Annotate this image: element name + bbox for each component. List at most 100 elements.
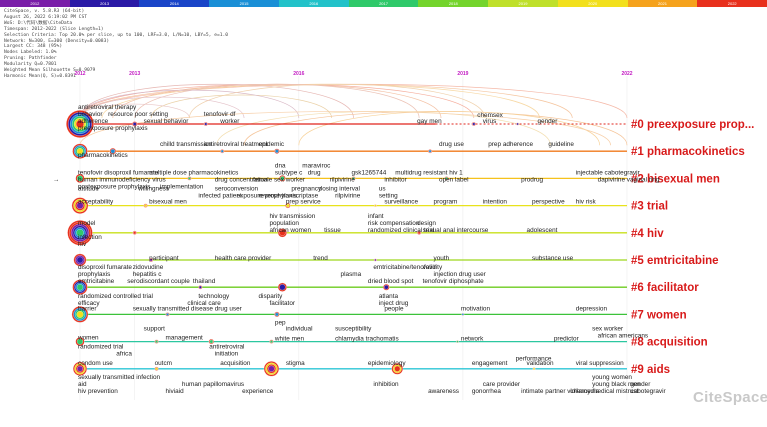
- keyword-node[interactable]: [277, 282, 287, 292]
- keyword-node[interactable]: [109, 147, 117, 155]
- keyword-node[interactable]: [391, 363, 404, 375]
- keyword-node[interactable]: [149, 257, 154, 263]
- keyword-node[interactable]: [66, 110, 94, 138]
- year-legend-2014: 2014: [139, 0, 210, 7]
- cluster-label-7[interactable]: #7 women: [631, 309, 687, 321]
- keyword-node[interactable]: [198, 285, 203, 290]
- keyword-node[interactable]: [132, 121, 138, 127]
- keyword-label: bisexual men: [149, 199, 187, 206]
- keyword-node[interactable]: [67, 220, 93, 246]
- keyword-label: exposure prophylaxis: [237, 193, 297, 200]
- node-ring: [76, 284, 84, 291]
- keyword-label: seroconversion: [215, 186, 259, 193]
- keyword-label: adherence: [78, 118, 109, 125]
- citation-arc: [150, 94, 332, 119]
- keyword-label: randomized controlled trial: [78, 293, 153, 300]
- keyword-node[interactable]: [71, 197, 89, 214]
- keyword-node[interactable]: [516, 122, 519, 126]
- keyword-label: infected patient: [198, 193, 242, 200]
- keyword-node[interactable]: [383, 283, 390, 291]
- node-ring: [76, 229, 84, 237]
- keyword-node[interactable]: [154, 339, 159, 344]
- keyword-node[interactable]: [417, 230, 422, 235]
- keyword-node[interactable]: [461, 312, 465, 316]
- keyword-node[interactable]: [208, 338, 214, 345]
- meta-line: Modularity Q=0.7801: [4, 62, 57, 68]
- keyword-label: gsk1265744: [352, 169, 387, 176]
- keyword-label: multidrug resistant hiv 1: [395, 169, 463, 176]
- keyword-node[interactable]: [263, 361, 280, 377]
- keyword-node[interactable]: [132, 230, 137, 235]
- keyword-label: support: [144, 325, 166, 332]
- cluster-label-4[interactable]: #4 hiv: [631, 228, 664, 240]
- keyword-node[interactable]: [532, 367, 536, 371]
- keyword-node[interactable]: [277, 228, 287, 238]
- keyword-node[interactable]: [471, 121, 476, 127]
- cluster-label-2[interactable]: #2 bisexual men: [631, 173, 720, 185]
- keyword-node[interactable]: [71, 306, 89, 323]
- keyword-label: injection drug user: [434, 271, 487, 278]
- keyword-label: sexual behavior: [144, 118, 190, 125]
- cluster-label-5[interactable]: #5 emtricitabine: [631, 255, 719, 267]
- keyword-node[interactable]: [143, 203, 148, 208]
- keyword-node[interactable]: [203, 121, 208, 127]
- keyword-label: maraviroc: [302, 162, 331, 169]
- keyword-node[interactable]: [220, 149, 225, 154]
- keyword-label: disoproxil fumarate: [78, 264, 132, 271]
- keyword-label: participant: [149, 255, 179, 262]
- node-ring: [76, 256, 84, 264]
- keyword-label: adolescent: [527, 227, 558, 234]
- keyword-node[interactable]: [456, 340, 459, 344]
- keyword-label: medical mistrust: [592, 388, 638, 395]
- keyword-label: attitude: [78, 186, 99, 193]
- keyword-label: rilpivirine: [330, 176, 356, 183]
- keyword-node[interactable]: [75, 337, 85, 347]
- keyword-label: trend: [313, 255, 328, 262]
- keyword-node[interactable]: [274, 148, 280, 154]
- keyword-node[interactable]: [285, 202, 291, 209]
- keyword-node[interactable]: [428, 149, 433, 154]
- keyword-label: resource poor setting: [108, 111, 168, 118]
- node-ring: [110, 148, 116, 154]
- keyword-node[interactable]: [75, 173, 85, 183]
- keyword-node[interactable]: [373, 258, 377, 262]
- node-ring: [374, 204, 377, 207]
- keyword-node[interactable]: [269, 339, 274, 344]
- keyword-label: surveillance: [384, 199, 418, 206]
- keyword-node[interactable]: [351, 176, 356, 181]
- keyword-label: stigma: [286, 360, 305, 367]
- keyword-node[interactable]: [187, 176, 192, 181]
- keyword-node[interactable]: [274, 311, 280, 318]
- keyword-node[interactable]: [72, 279, 88, 295]
- cluster-label-8[interactable]: #8 acquisition: [631, 337, 708, 349]
- keyword-node[interactable]: [279, 175, 286, 182]
- keyword-node[interactable]: [444, 176, 449, 181]
- node-ring: [155, 367, 158, 371]
- keyword-node[interactable]: [73, 253, 87, 267]
- node-ring: [198, 285, 202, 289]
- keyword-label: white men: [274, 336, 305, 343]
- keyword-node[interactable]: [373, 204, 377, 208]
- node-ring: [270, 340, 273, 344]
- cluster-label-3[interactable]: #3 trial: [631, 201, 668, 213]
- meta-line: WoS: D:\代码\数据\CiteData: [4, 20, 73, 26]
- keyword-node[interactable]: [72, 361, 88, 376]
- node-ring: [532, 367, 536, 370]
- year-legend-2012: 2012: [0, 0, 70, 7]
- keyword-label: dapivirine vaginal ring: [598, 176, 660, 183]
- node-ring: [133, 231, 137, 235]
- citation-arc: [298, 111, 600, 146]
- cluster-label-9[interactable]: #9 aids: [631, 364, 670, 376]
- keyword-label: drug use: [439, 141, 464, 148]
- keyword-label: engagement: [472, 360, 508, 367]
- cluster-label-0[interactable]: #0 preexposure prop...: [631, 119, 754, 131]
- cluster-label-6[interactable]: #6 facilitator: [631, 282, 699, 294]
- keyword-label: implementation: [160, 183, 204, 190]
- year-legend-2015: 2015: [209, 0, 279, 7]
- keyword-node[interactable]: [154, 366, 159, 371]
- keyword-node[interactable]: [165, 312, 170, 317]
- keyword-label: prodrug: [521, 176, 543, 183]
- cluster-label-1[interactable]: #1 pharmacokinetics: [631, 146, 745, 158]
- node-ring: [279, 229, 286, 236]
- keyword-node[interactable]: [72, 143, 88, 159]
